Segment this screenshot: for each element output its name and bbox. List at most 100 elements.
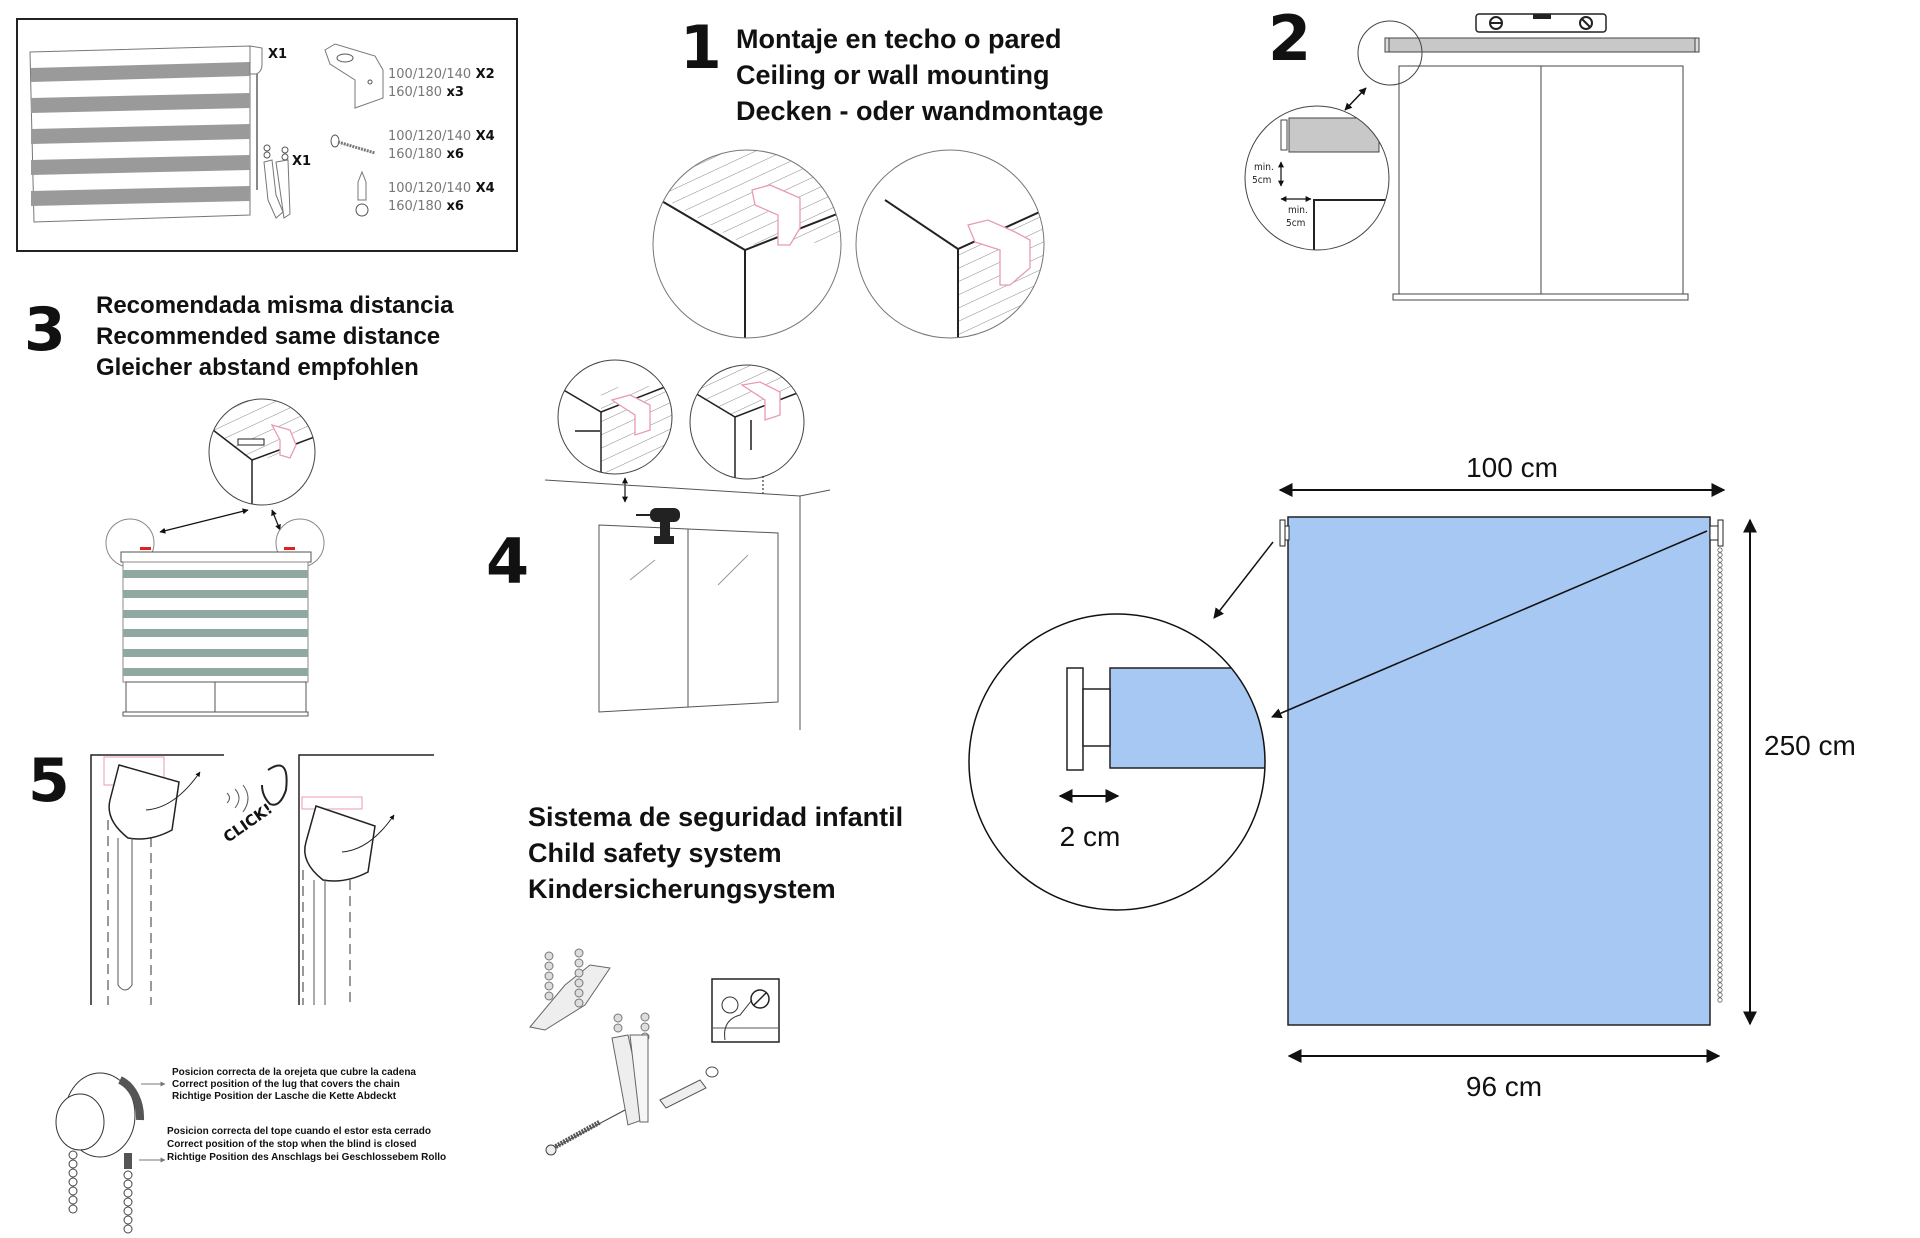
svg-text:160/180 x6: 160/180 x6 [388,145,464,162]
chain-bead [1717,807,1723,813]
chain-bead [1717,582,1723,588]
chain-bead [1717,932,1723,938]
chain-bead [1717,992,1723,998]
chain-bead [1717,752,1723,758]
child-safety-title-es: Sistema de seguridad infantil [528,802,903,832]
chain-bead [1717,847,1723,853]
chain-bead [1717,642,1723,648]
chain-bead [1717,852,1723,858]
pull-chain [1717,547,1723,1003]
chain-bead [1717,657,1723,663]
chain-bead [1717,692,1723,698]
svg-text:100/120/140 X4: 100/120/140 X4 [388,179,495,196]
chain-bead [1717,967,1723,973]
ear-icon [226,764,288,813]
marking-detail-illustration [208,398,316,506]
wall-plug-illustration [355,170,369,217]
chain-bead [1717,612,1723,618]
step-3-title-de: Gleicher abstand empfohlen [96,354,419,381]
min-vertical-label: min. [1254,162,1274,173]
click-label: CLICK! [220,800,276,847]
window-illustration-step4 [598,524,779,713]
svg-text:Correct position of the lug th: Correct position of the lug that covers … [172,1079,400,1090]
chain-bead [1717,767,1723,773]
chain-bead [1717,662,1723,668]
blind-quantity: X1 [268,47,287,62]
chain-bead [1717,957,1723,963]
dimensions-diagram: 100 cm 250 cm 96 cm 2 cm [968,452,1856,1102]
chain-bead [1717,882,1723,888]
step-3-title-en: Recommended same distance [96,323,440,350]
chain-bead [1717,857,1723,863]
bracket-illustration [324,43,384,109]
bracket-offset-label: 2 cm [1060,821,1121,852]
bracket-offset-detail: 2 cm [968,613,1266,911]
chain-bead [1717,732,1723,738]
chain-bead [1717,637,1723,643]
chain-bead [1717,887,1723,893]
chain-bead [1717,942,1723,948]
svg-text:Richtige Position der Lasche d: Richtige Position der Lasche die Kette A… [172,1091,397,1102]
chain-bead [1717,872,1723,878]
chain-bead [1717,717,1723,723]
step-4-number: 4 [486,525,529,598]
ceiling-screw-detail [689,364,805,480]
zebra-blind-mounted-illustration [120,551,312,717]
spirit-level-icon [1475,13,1607,33]
chain-guard-open-illustration [90,754,224,1005]
svg-text:Richtige Position des Anschlag: Richtige Position des Anschlags bei Gesc… [167,1152,446,1163]
chain-bead [1717,702,1723,708]
chain-bead [1717,977,1723,983]
chain-bead [1717,557,1723,563]
chain-clip-quantity: X1 [292,154,311,169]
step-1-title-de: Decken - oder wandmontage [736,96,1104,126]
bracket-left [1279,519,1290,547]
parts-list: 100/120/140 X2 160/180 x3 100/120/140 X4… [388,65,495,214]
step-1-title-es: Montaje en techo o pared [736,24,1062,54]
parts-box: X1 X1 100/120/140 X2 160/180 x3 [16,18,518,252]
chain-bead [1717,897,1723,903]
chain-bead [1717,832,1723,838]
chain-bead [1717,722,1723,728]
chain-bead [1717,607,1723,613]
step-2: 2 [1244,2,1700,301]
chain-bead [1717,827,1723,833]
step-3: 3 Recomendada misma distancia Recommende… [24,292,454,717]
chain-bead [1717,727,1723,733]
chain-bead [1717,707,1723,713]
svg-text:Posicion correcta de la orejet: Posicion correcta de la orejeta que cubr… [172,1067,416,1078]
step-5: 5 CLICK! [28,746,446,1234]
chain-bead [1717,982,1723,988]
wall-mount-illustration [855,149,1045,339]
chain-bead [1717,567,1723,573]
chain-bead [1717,817,1723,823]
svg-text:Correct position of the stop w: Correct position of the stop when the bl… [167,1139,416,1150]
svg-text:100/120/140 X2: 100/120/140 X2 [388,65,495,82]
chain-bead [1717,947,1723,953]
chain-bead [1717,547,1723,553]
chain-stop-illustration [55,1072,145,1234]
ceiling-mount-illustration [652,149,842,339]
step-5-number: 5 [28,746,70,816]
svg-text:Posicion correcta del tope cua: Posicion correcta del tope cuando el est… [167,1126,431,1137]
parts-item-bracket: 100/120/140 X2 160/180 x3 [388,65,495,100]
chain-bead [1717,907,1723,913]
chain-bead [1717,597,1723,603]
chain-bead [1717,922,1723,928]
chain-bead [1717,822,1723,828]
chain-bead [1717,997,1723,1003]
roller-blind-fabric [1287,516,1711,1026]
chain-bead [1717,602,1723,608]
step-1: 1 Montaje en techo o pared Ceiling or wa… [652,13,1104,339]
chain-bead [1717,622,1723,628]
height-label: 250 cm [1764,730,1856,761]
chain-bead [1717,867,1723,873]
chain-bead [1717,627,1723,633]
chain-bead [1717,587,1723,593]
bracket-right [1709,519,1724,547]
chain-bead [1717,912,1723,918]
wall-screw-detail [557,359,673,475]
chain-bead [1717,617,1723,623]
chain-bead [1717,592,1723,598]
